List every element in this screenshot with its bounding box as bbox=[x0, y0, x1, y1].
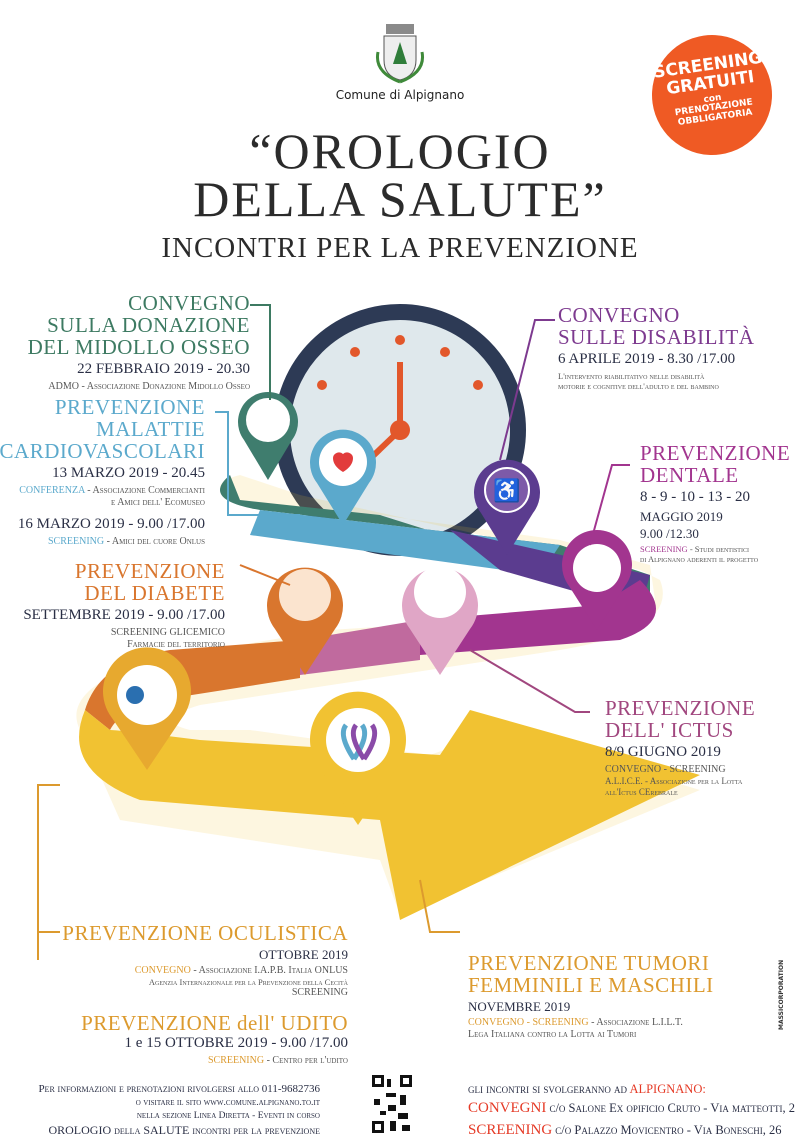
event-date: 8 - 9 - 10 - 13 - 20 bbox=[640, 489, 750, 506]
pin-eye-ear-icon bbox=[103, 647, 191, 770]
event-org: - Amici del cuore Onlus bbox=[106, 535, 205, 547]
event-date: 22 FEBBRAIO 2019 - 20.30 bbox=[77, 361, 250, 378]
qr-code-icon[interactable] bbox=[372, 1075, 412, 1133]
event-org: ADMO - Associazione Donazione Midollo Os… bbox=[48, 380, 250, 392]
event-desc: motorie e cognitive dell'adulto e del ba… bbox=[558, 381, 719, 392]
event-org: A.L.I.C.E. - Associazione per la Lotta bbox=[605, 775, 743, 786]
event-title: CONVEGNO bbox=[558, 303, 680, 327]
event-eye: PREVENZIONE OCULISTICA OTTOBRE 2019 CONV… bbox=[62, 922, 348, 999]
venue-intro: gli incontri si svolgeranno ad bbox=[468, 1082, 627, 1096]
event-date: 1 e 15 OTTOBRE 2019 - 9.00 /17.00 bbox=[124, 1035, 348, 1052]
event-org: - Associazione Commercianti bbox=[87, 484, 205, 496]
event-time: 9.00 /12.30 bbox=[640, 526, 699, 542]
event-disability: CONVEGNO SULLE DISABILITÀ 6 APRILE 2019 … bbox=[558, 304, 754, 391]
event-org: di Alpignano aderenti il progetto bbox=[640, 554, 759, 565]
title-line2: DELLA SALUTE” bbox=[193, 171, 607, 227]
event-title: SULLA DONAZIONE bbox=[47, 313, 250, 338]
event-title: DENTALE bbox=[640, 463, 739, 488]
event-date: OTTOBRE 2019 bbox=[259, 947, 348, 963]
municipal-crest-icon bbox=[375, 24, 425, 84]
pin-brain-icon bbox=[402, 566, 478, 675]
event-org: e Amici dell' Ecomuseo bbox=[110, 496, 205, 508]
pin-diabetes-icon bbox=[267, 567, 343, 675]
event-stroke: PREVENZIONE DELL' ICTUS 8/9 GIUGNO 2019 … bbox=[605, 697, 755, 797]
event-title: FEMMINILI E MASCHILI bbox=[468, 973, 714, 998]
event-type: SCREENING bbox=[640, 544, 688, 555]
event-type: CONFERENZA bbox=[19, 484, 85, 496]
event-title: PREVENZIONE TUMORI bbox=[468, 951, 710, 975]
footer-venues: gli incontri si svolgeranno ad ALPIGNANO… bbox=[468, 1080, 795, 1142]
event-org: - Studi dentistici bbox=[689, 544, 749, 555]
event-type: CONVEGNO - SCREENING bbox=[605, 763, 726, 775]
pin-bone-marrow-icon bbox=[238, 392, 299, 480]
event-type: CONVEGNO bbox=[134, 964, 191, 976]
event-type: SCREENING GLICEMICO bbox=[110, 626, 225, 638]
footer-info-line: nella sezione Linea Diretta - Eventi in … bbox=[136, 1110, 320, 1121]
event-date: SETTEMBRE 2019 - 9.00 /17.00 bbox=[23, 607, 225, 624]
conferences-label: CONVEGNI bbox=[468, 1100, 547, 1117]
timeline-road bbox=[76, 475, 701, 920]
svg-text:♿: ♿ bbox=[493, 478, 520, 504]
event-org: Lega Italiana contro la Lotta ai Tumori bbox=[468, 1028, 637, 1040]
event-org: - Associazione L.I.L.T. bbox=[591, 1016, 683, 1028]
event-org: all'Ictus CErebrale bbox=[605, 786, 678, 797]
event-org: - Centro per l'udito bbox=[266, 1054, 348, 1066]
event-title: CARDIOVASCOLARI bbox=[0, 439, 205, 464]
title-line1: “OROLOGIO bbox=[249, 123, 551, 179]
event-bone-marrow: CONVEGNO SULLA DONAZIONE DEL MIDOLLO OSS… bbox=[28, 292, 250, 393]
website-link[interactable]: o visitare il sito www.comune.alpignano.… bbox=[135, 1097, 320, 1108]
event-type: SCREENING bbox=[207, 1054, 265, 1066]
event-title: MALATTIE bbox=[96, 417, 205, 442]
event-date: MAGGIO 2019 bbox=[640, 508, 723, 524]
event-type: CONVEGNO - SCREENING bbox=[468, 1016, 589, 1028]
footer-info-line: OROLOGIO della SALUTE incontri per la pr… bbox=[48, 1123, 320, 1138]
event-date: NOVEMBRE 2019 bbox=[468, 999, 571, 1015]
event-date: 13 MARZO 2019 - 20.45 bbox=[52, 465, 205, 482]
event-title: DEL MIDOLLO OSSEO bbox=[27, 335, 250, 360]
event-tumors: PREVENZIONE TUMORI FEMMINILI E MASCHILI … bbox=[468, 952, 714, 1041]
pin-ribbon-icon bbox=[310, 691, 407, 825]
event-title: PREVENZIONE OCULISTICA bbox=[62, 921, 348, 945]
event-type: SCREENING bbox=[47, 535, 105, 547]
conferences-venue: c/o Salone Ex opificio Cruto - Via matte… bbox=[549, 1101, 796, 1116]
pin-tooth-icon bbox=[562, 530, 632, 630]
screening-label: SCREENING bbox=[468, 1121, 553, 1138]
pin-disability-icon: ♿ bbox=[474, 459, 540, 555]
location-pins: ♿ bbox=[103, 392, 632, 825]
event-title: PREVENZIONE bbox=[54, 395, 205, 419]
event-title: DELL' ICTUS bbox=[605, 718, 734, 743]
event-title: PREVENZIONE bbox=[74, 559, 225, 583]
event-title: PREVENZIONE bbox=[640, 441, 791, 465]
event-diabetes: PREVENZIONE DEL DIABETE SETTEMBRE 2019 -… bbox=[23, 560, 225, 651]
footer-info: Per informazioni e prenotazioni rivolger… bbox=[38, 1082, 320, 1139]
footer-info-line: Per informazioni e prenotazioni rivolger… bbox=[38, 1083, 320, 1095]
event-date: 16 MARZO 2019 - 9.00 /17.00 bbox=[17, 515, 205, 532]
municipality-name: Comune di Alpignano bbox=[335, 88, 465, 102]
venue-city: ALPIGNANO: bbox=[629, 1082, 706, 1096]
event-title: CONVEGNO bbox=[128, 291, 250, 315]
event-org: Farmacie del territorio bbox=[127, 638, 225, 650]
event-cardiovascular: PREVENZIONE MALATTIE CARDIOVASCOLARI 13 … bbox=[0, 396, 205, 548]
event-type: SCREENING bbox=[291, 986, 348, 998]
event-title: DEL DIABETE bbox=[84, 581, 225, 606]
event-date: 8/9 GIUGNO 2019 bbox=[605, 744, 721, 761]
designer-credit: MASSICORPORATION bbox=[778, 959, 785, 1030]
event-org: Agenzia Internazionale per la Prevenzion… bbox=[148, 976, 348, 987]
connector-lines bbox=[37, 304, 630, 960]
event-desc: L'intervento riabilitativo nelle disabil… bbox=[558, 370, 705, 381]
event-title: SULLE DISABILITÀ bbox=[558, 325, 755, 350]
event-title: PREVENZIONE bbox=[605, 696, 756, 720]
event-title: PREVENZIONE dell' UDITO bbox=[81, 1011, 348, 1035]
pin-heart-icon bbox=[310, 429, 376, 525]
event-dental: PREVENZIONE DENTALE 8 - 9 - 10 - 13 - 20… bbox=[640, 442, 790, 565]
subtitle: INCONTRI PER LA PREVENZIONE bbox=[161, 232, 639, 264]
event-org: - Associazione I.A.P.B. Italia ONLUS bbox=[193, 964, 348, 976]
event-hearing: PREVENZIONE dell' UDITO 1 e 15 OTTOBRE 2… bbox=[81, 1012, 348, 1067]
health-clock-road-illustration: ♿ bbox=[37, 304, 701, 960]
screening-venue: c/o Palazzo Movicentro - Via Boneschi, 2… bbox=[555, 1122, 782, 1137]
event-date: 6 APRILE 2019 - 8.30 /17.00 bbox=[558, 351, 736, 368]
